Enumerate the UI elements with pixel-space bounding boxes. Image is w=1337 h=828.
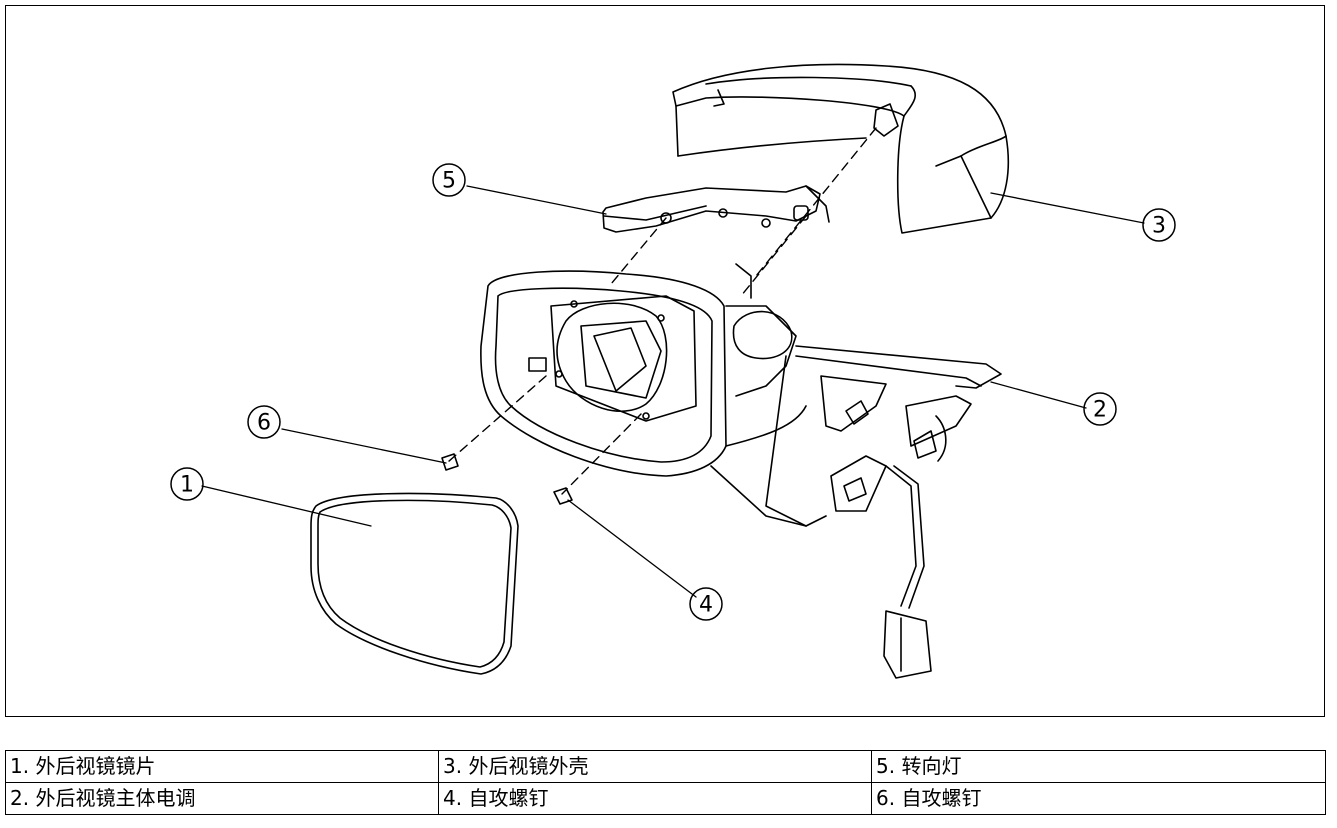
callout-1: 1 [180,473,194,498]
table-row: 1. 外后视镜镜片 3. 外后视镜外壳 5. 转向灯 [5,750,1326,783]
callout-3: 3 [1152,214,1166,239]
exploded-view-drawing: 1 2 3 4 5 6 [170,63,1176,679]
assembly-dashed-lines [447,127,877,495]
mirror-cover-part [672,63,1010,234]
callout-circles [170,163,1176,621]
callout-4: 4 [699,593,713,618]
callout-2: 2 [1093,398,1107,423]
legend-part-3: 3. 外后视镜外壳 [438,750,872,783]
legend-part-2: 2. 外后视镜主体电调 [5,782,439,815]
callout-6: 6 [257,411,271,436]
mirror-body-part [480,263,1002,679]
legend-part-1: 1. 外后视镜镜片 [5,750,439,783]
callout-5: 5 [442,169,456,194]
exploded-view-diagram: 1 2 3 4 5 6 [5,5,1325,717]
turn-signal-lamp-part [602,185,830,233]
table-row: 2. 外后视镜主体电调 4. 自攻螺钉 6. 自攻螺钉 [5,782,1326,815]
parts-legend-table: 1. 外后视镜镜片 3. 外后视镜外壳 5. 转向灯 2. 外后视镜主体电调 4… [5,750,1326,815]
leader-lines [201,185,1145,598]
legend-part-6: 6. 自攻螺钉 [871,782,1326,815]
tapping-screw-6 [441,453,459,471]
legend-part-4: 4. 自攻螺钉 [438,782,872,815]
legend-part-5: 5. 转向灯 [871,750,1326,783]
tapping-screw-4 [553,487,573,505]
mirror-glass-part [310,492,519,675]
